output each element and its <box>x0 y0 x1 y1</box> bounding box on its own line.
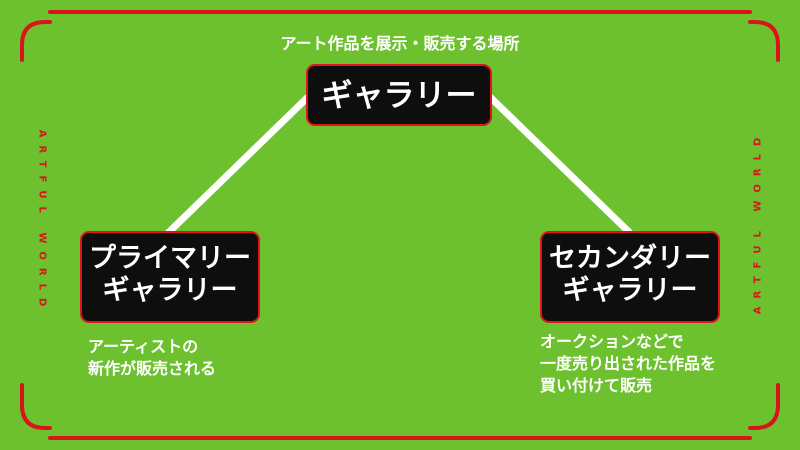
connector-top-to-right <box>487 94 633 236</box>
frame-corner-top-right <box>748 20 780 62</box>
description-secondary-line-1: オークションなどで <box>540 332 684 351</box>
node-secondary-gallery-line-2: ギャラリー <box>562 275 698 307</box>
connector-top-to-left <box>165 94 311 236</box>
frame-corner-bottom-right <box>748 383 780 430</box>
side-label-left: ARTFUL WORLD <box>36 129 48 315</box>
side-label-right: ARTFUL WORLD <box>752 129 764 315</box>
diagram-subtitle: アート作品を展示・販売する場所 <box>280 34 520 53</box>
frame-corner-bottom-left <box>20 383 52 430</box>
description-secondary-line-3: 買い付けて販売 <box>540 376 653 395</box>
description-secondary: オークションなどで 一度売り出された作品を 買い付けて販売 <box>540 331 716 397</box>
node-secondary-gallery-line-1: セカンダリー <box>549 243 711 274</box>
node-primary-gallery-line-1: プライマリー <box>89 243 251 274</box>
node-secondary-gallery: セカンダリー ギャラリー <box>540 231 720 323</box>
description-primary-line-2: 新作が販売される <box>88 359 217 378</box>
node-gallery: ギャラリー <box>306 64 492 126</box>
description-primary-line-1: アーティストの <box>88 337 199 356</box>
frame-corner-top-left <box>20 20 52 62</box>
description-primary: アーティストの 新作が販売される <box>88 336 216 380</box>
node-primary-gallery-line-2: ギャラリー <box>102 275 238 307</box>
node-primary-gallery: プライマリー ギャラリー <box>80 231 260 323</box>
node-gallery-label: ギャラリー <box>321 78 477 114</box>
description-secondary-line-2: 一度売り出された作品を <box>540 354 717 373</box>
